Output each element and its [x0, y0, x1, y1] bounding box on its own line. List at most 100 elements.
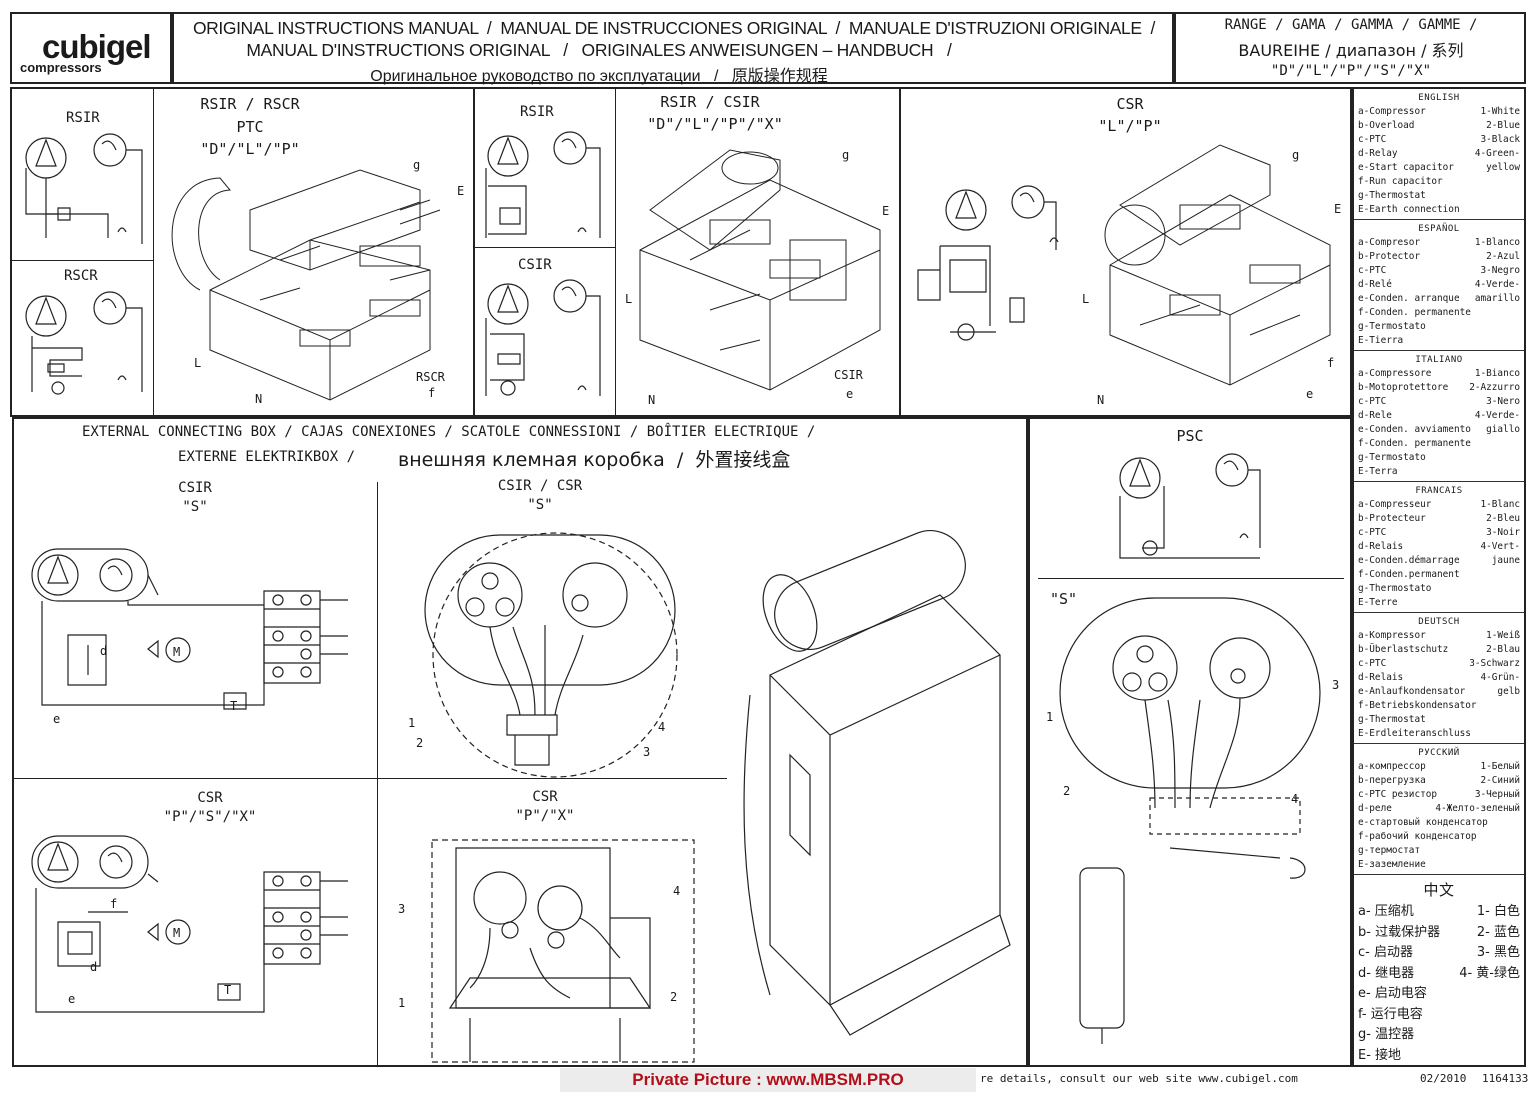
schematic-csir — [478, 276, 612, 406]
header-title-box: ORIGINAL INSTRUCTIONS MANUAL / MANUAL DE… — [172, 12, 1174, 85]
illustration-terminal-s-psc — [1040, 588, 1345, 1058]
legend-item: g-Thermostato — [1358, 583, 1432, 594]
callout-csir: CSIR — [834, 368, 863, 382]
panel-title-csir-csr-s: CSIR / CSR — [497, 478, 583, 494]
manual-title-line-2: MANUAL D'INSTRUCTIONS ORIGINAL / ORIGINA… — [246, 40, 952, 60]
legend-row: e-стартовый конденсатор — [1358, 816, 1520, 830]
divider — [153, 87, 154, 417]
legend-color: 4-Grün- — [1480, 672, 1520, 683]
legend-row: f-рабочий конденсатор — [1358, 830, 1520, 844]
legend-item: b-перегрузка — [1358, 775, 1426, 786]
legend-color: 2-Azzurro — [1469, 382, 1520, 393]
legend-item: E-Terra — [1358, 466, 1398, 477]
legend-row: g- 温控器 — [1358, 1025, 1520, 1046]
panel-title-csir-small: CSIR — [518, 257, 552, 273]
callout-4: 4 — [658, 720, 666, 734]
legend-item: d- 继电器 — [1358, 965, 1415, 981]
callout-2: 2 — [416, 736, 424, 750]
callout-N-3: N — [1097, 393, 1105, 407]
callout-f: f — [428, 386, 436, 400]
callout-2-psc: 2 — [1063, 784, 1071, 798]
panel-title-csr-px: CSR — [532, 789, 558, 805]
callout-L-3: L — [1082, 292, 1090, 306]
legend-row: e- 启动电容 — [1358, 984, 1520, 1005]
callout-1-px: 1 — [398, 996, 406, 1010]
brand-logo-subtitle: compressors — [20, 60, 102, 75]
legend-language-title: ESPAÑOL — [1418, 224, 1460, 234]
panel-external-box — [12, 417, 1028, 1067]
panel-title-dlpx: "D"/"L"/"P"/"X" — [647, 115, 783, 133]
callout-g-2: g — [842, 148, 850, 162]
legend-item: a- 压缩机 — [1358, 904, 1414, 919]
legend-item: b-Protecteur — [1358, 513, 1426, 524]
legend-row: g-Termostato — [1358, 451, 1520, 465]
divider — [615, 87, 616, 417]
panel-title-ptc: PTC — [236, 118, 264, 136]
label-d: d — [100, 644, 108, 658]
callout-g: g — [413, 158, 421, 172]
legend-item: a-компрессор — [1358, 761, 1426, 772]
legend-item: f-рабочий конденсатор — [1358, 831, 1477, 842]
legend-row: E-Erdleiteranschluss — [1358, 727, 1520, 741]
legend-item: d-Relais — [1358, 541, 1404, 552]
legend-item: e-Anlaufkondensator — [1358, 686, 1466, 697]
legend-item: e- 启动电容 — [1358, 986, 1427, 1001]
panel-psc — [1028, 417, 1352, 1067]
legend-color: 1-Bianco — [1474, 368, 1520, 379]
legend-color: 2-Blau — [1486, 644, 1520, 655]
legend-item: g-Termostato — [1358, 321, 1426, 332]
panel-title-csr-psx-sub: "P"/"S"/"X" — [163, 809, 257, 825]
panel-top-row — [10, 87, 1352, 417]
legend-item: c-PTC — [1358, 134, 1387, 145]
schematic-rsir — [18, 128, 152, 252]
label-d-csr: d — [90, 960, 98, 974]
callout-g-3: g — [1292, 148, 1300, 162]
panel-title-lp: "L"/"P" — [1098, 117, 1162, 135]
legend-item: E-Tierra — [1358, 335, 1404, 346]
legend-color: gelb — [1497, 686, 1520, 697]
schematic-rsir-2 — [478, 126, 612, 244]
legend-item: g-Thermostat — [1358, 190, 1426, 201]
callout-f-3: f — [1327, 356, 1335, 370]
legend-color: 1-Weiß — [1486, 630, 1520, 641]
legend-language-title: DEUTSCH — [1418, 617, 1460, 627]
legend-row: f- 运行电容 — [1358, 1005, 1520, 1026]
legend-color: 3-Schwarz — [1469, 658, 1520, 669]
panel-title-csr-top: CSR — [1116, 95, 1144, 113]
legend-row: f-Conden. permanente — [1358, 437, 1520, 451]
range-line-1: RANGE / GAMA / GAMMA / GAMME / — [1224, 17, 1478, 33]
legend-row: e-Anlaufkondensator gelb — [1358, 685, 1520, 699]
manual-title-line-1: ORIGINAL INSTRUCTIONS MANUAL / MANUAL DE… — [192, 18, 1156, 38]
illustration-relay-box — [620, 140, 900, 410]
callout-E: E — [457, 184, 465, 198]
panel-title-rsir-rscr: RSIR / RSCR — [200, 95, 300, 113]
legend-language-title: ITALIANO — [1415, 355, 1463, 365]
brand-logo: cubigel — [42, 28, 152, 65]
legend-item: a-Compressore — [1358, 368, 1432, 379]
legend-row: g-Termostato — [1358, 320, 1520, 334]
callout-3-psc: 3 — [1332, 678, 1340, 692]
schematic-rscr — [18, 288, 152, 412]
callout-3-px: 3 — [398, 902, 406, 916]
legend-item: a-Compresor — [1358, 237, 1421, 248]
legend-item: c- 启动器 — [1358, 945, 1413, 960]
legend-item: f-Conden. permanente — [1358, 438, 1471, 449]
callout-E-2: E — [882, 204, 890, 218]
